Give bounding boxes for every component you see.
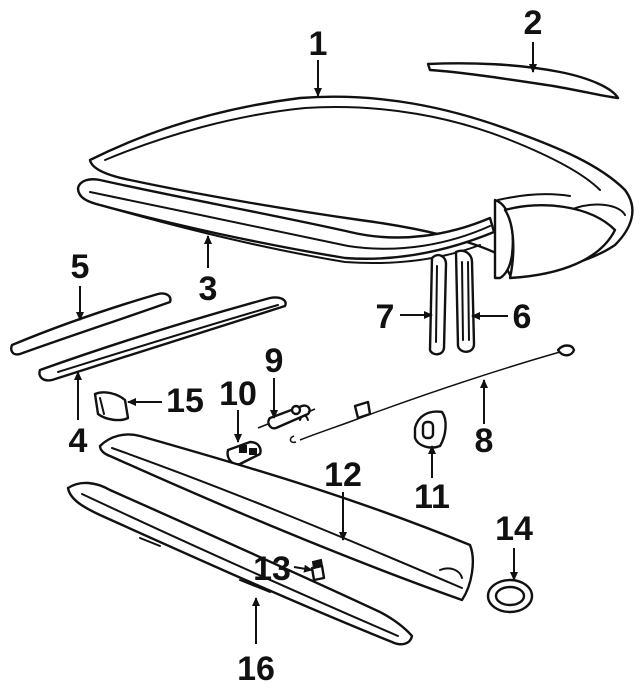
callout-14: 14 — [495, 510, 533, 548]
callout-6: 6 — [513, 298, 532, 336]
callout-16: 16 — [237, 650, 275, 688]
cable-clip — [413, 410, 447, 449]
callout-5: 5 — [71, 248, 90, 286]
side-molding-lower — [38, 296, 287, 382]
latch-bracket — [226, 440, 262, 466]
screw-fastener — [310, 558, 326, 582]
callout-8: 8 — [475, 422, 494, 460]
callout-9: 9 — [265, 342, 284, 380]
release-cable — [289, 344, 576, 444]
front-header-rail — [66, 481, 414, 646]
latch-cover — [93, 391, 130, 422]
callout-11: 11 — [414, 478, 450, 516]
leader-lines — [74, 42, 537, 644]
callout-labels: 1 2 3 4 5 6 7 8 9 10 11 12 13 14 15 16 — [69, 4, 543, 688]
callout-13: 13 — [253, 550, 291, 588]
callout-3: 3 — [199, 270, 218, 308]
callout-1: 1 — [309, 25, 328, 63]
callout-15: 15 — [166, 382, 204, 420]
side-molding-upper — [10, 292, 172, 356]
pillar-seal-right — [454, 249, 476, 353]
pillar-trim-left — [428, 253, 448, 356]
leader-13 — [293, 564, 313, 573]
header-panel — [98, 433, 474, 602]
callout-12: 12 — [324, 456, 362, 494]
grommet-plug — [486, 578, 534, 614]
callout-2: 2 — [524, 4, 543, 42]
latch-spring — [257, 404, 316, 430]
rear-spoiler-strip — [426, 62, 620, 100]
callout-4: 4 — [69, 422, 88, 460]
rear-quarter-pillar — [493, 198, 617, 280]
callout-7: 7 — [376, 298, 395, 336]
callout-10: 10 — [219, 375, 257, 413]
